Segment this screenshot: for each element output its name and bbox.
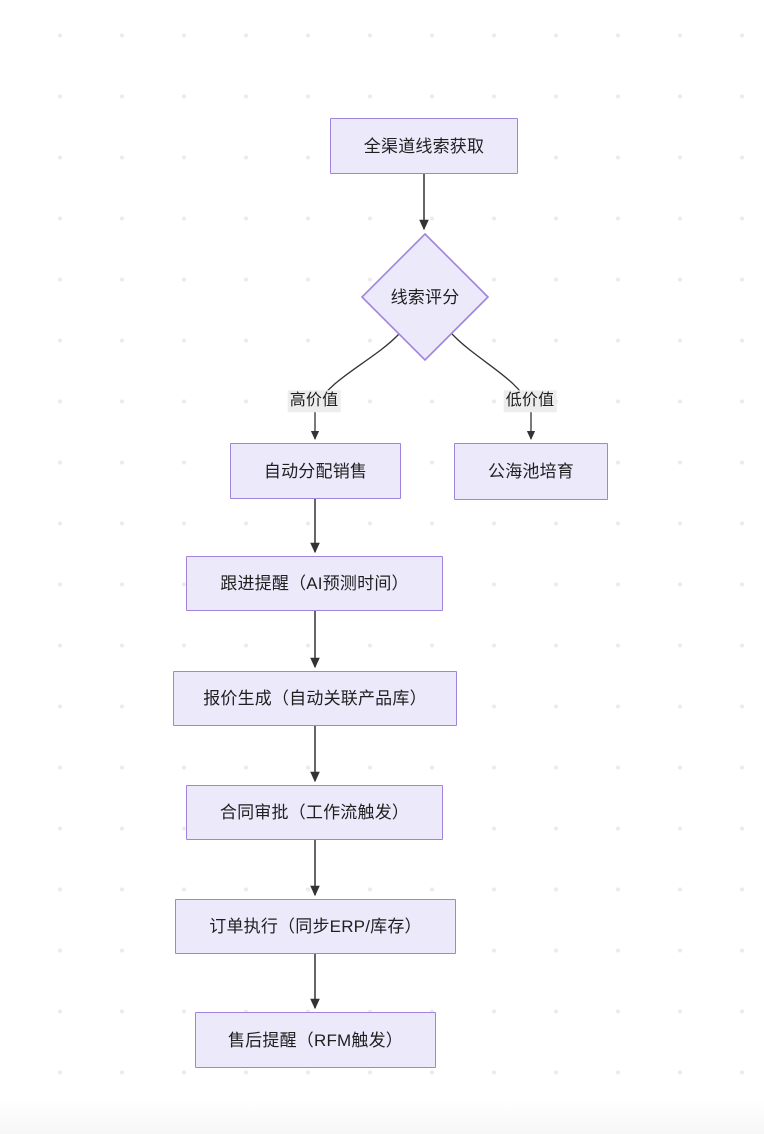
node-contract-approval[interactable]: 合同审批（工作流触发）	[186, 785, 443, 840]
node-label: 跟进提醒（AI预测时间）	[220, 574, 409, 593]
node-label: 公海池培育	[488, 462, 574, 481]
node-label: 报价生成（自动关联产品库）	[203, 689, 427, 708]
node-auto-assign-sales[interactable]: 自动分配销售	[230, 443, 401, 499]
node-lead-scoring[interactable]: 线索评分	[360, 232, 490, 362]
node-followup-reminder[interactable]: 跟进提醒（AI预测时间）	[186, 556, 443, 611]
node-label: 全渠道线索获取	[363, 136, 485, 156]
edge-label-text: 高价值	[289, 392, 339, 410]
node-label: 线索评分	[390, 287, 460, 307]
edge-label-text: 低价值	[505, 392, 555, 410]
node-public-pool-nurture[interactable]: 公海池培育	[454, 443, 608, 500]
node-label: 订单执行（同步ERP/库存）	[209, 917, 422, 936]
node-quote-generation[interactable]: 报价生成（自动关联产品库）	[173, 671, 457, 726]
node-aftersales-reminder[interactable]: 售后提醒（RFM触发）	[195, 1012, 436, 1068]
node-label: 自动分配销售	[263, 461, 368, 481]
edge-label-low-value: 低价值	[503, 390, 557, 412]
node-lead-acquisition[interactable]: 全渠道线索获取	[330, 118, 518, 174]
node-order-execution[interactable]: 订单执行（同步ERP/库存）	[175, 899, 456, 954]
node-label: 售后提醒（RFM触发）	[227, 1030, 404, 1050]
diamond-shape-icon	[360, 232, 490, 362]
node-label: 合同审批（工作流触发）	[219, 803, 410, 822]
edge-label-high-value: 高价值	[287, 390, 341, 412]
